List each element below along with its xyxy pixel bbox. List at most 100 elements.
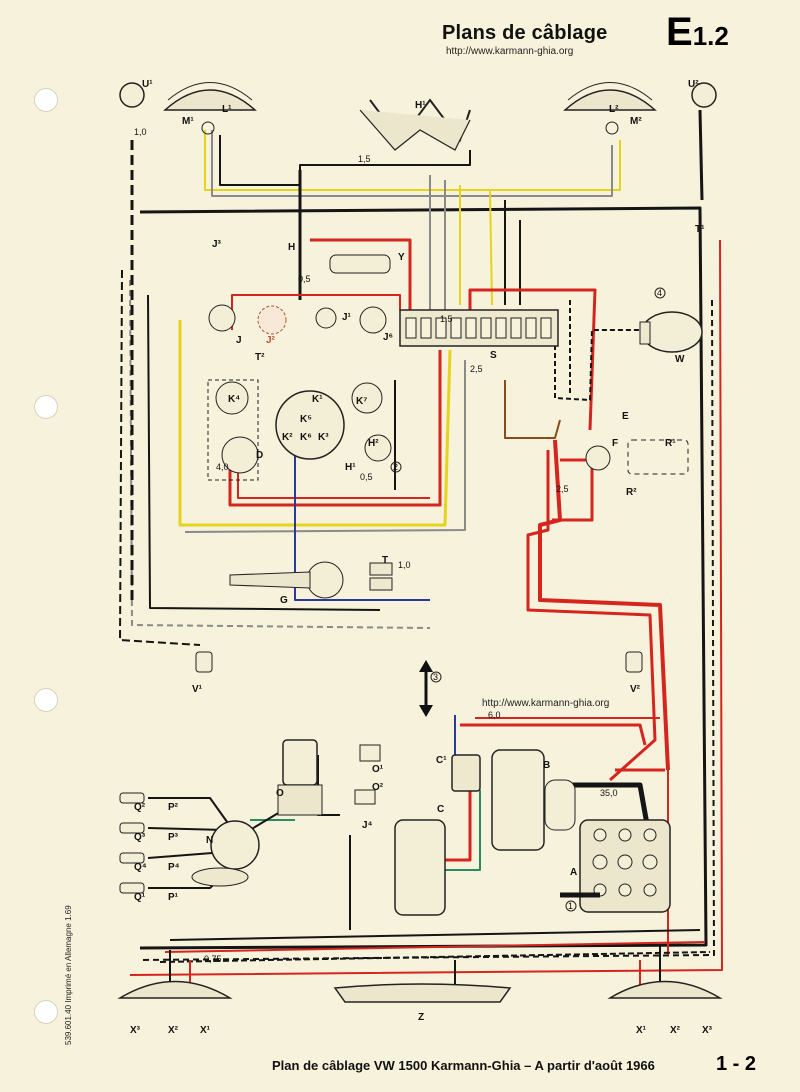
footer-caption: Plan de câblage VW 1500 Karmann-Ghia – A… (272, 1058, 655, 1073)
turn-signal-switch (221, 436, 259, 474)
label-u1: U¹ (142, 79, 153, 90)
label-u2: U² (688, 79, 699, 90)
marker-label: 1 (568, 901, 573, 911)
side-marker-right (625, 651, 643, 673)
label-a: A (570, 867, 577, 878)
label-e: E (622, 411, 629, 422)
label-l2: L² (609, 104, 619, 115)
label-p3: P³ (168, 832, 179, 843)
label-x2-right: X² (670, 1025, 681, 1036)
section-number: 1.2 (692, 21, 729, 51)
fuel-gauge-sender (585, 445, 611, 471)
wire-size: 2,5 (470, 364, 483, 374)
label-o1: O¹ (372, 764, 384, 775)
binder-hole (34, 1000, 58, 1024)
label-b: B (543, 760, 550, 771)
ignition-coil (282, 739, 318, 786)
connector-t (369, 562, 393, 576)
label-z: Z (418, 1012, 424, 1023)
marker-label: 2 (393, 462, 398, 472)
label-w: W (675, 354, 685, 365)
wire-size: 35,0 (600, 788, 618, 798)
marker-1 (565, 900, 577, 912)
wire-size: 6,0 (488, 710, 501, 720)
label-f: F (612, 438, 618, 449)
wiper-motor (641, 311, 703, 353)
label-h1: H¹ (415, 100, 426, 111)
label-j2: J² (266, 335, 276, 346)
label-v1: V¹ (192, 684, 203, 695)
interior-light (329, 254, 391, 274)
label-j1: J¹ (342, 312, 352, 323)
section-letter: E (666, 10, 693, 54)
fuel-rod (229, 571, 311, 589)
label-j6: J⁶ (383, 332, 393, 343)
label-n: N (206, 835, 213, 846)
label-q2: Q² (134, 802, 146, 813)
marker-3 (430, 671, 442, 683)
label-g: G (280, 595, 288, 606)
spark-plug (119, 792, 145, 804)
label-x3-right: X³ (702, 1025, 713, 1036)
wire-size: 2,5 (556, 484, 569, 494)
gauge-k4 (215, 381, 249, 415)
gauge-k7 (351, 382, 383, 414)
turn-signal-right (691, 82, 717, 108)
oil-pressure-switch (359, 744, 381, 762)
label-r2: R² (626, 487, 637, 498)
marker-2 (390, 461, 402, 473)
generator (491, 749, 545, 851)
wire-size-labels: 1,0 1,5 0,5 2,5 4,0 6,0 0,75 35,0 1,5 0,… (134, 127, 662, 964)
label-y: Y (398, 252, 405, 263)
wire-size: 1,5 (440, 314, 453, 324)
component-labels: U¹ L¹ M¹ H¹ L² M² U² T¹ J³ H Y J J² J¹ J… (130, 79, 713, 1036)
dimmer-switch (315, 307, 337, 329)
radio-connection (627, 439, 689, 475)
label-t2: T² (255, 352, 265, 363)
turn-signal-left (119, 82, 145, 108)
label-d: D (256, 450, 263, 461)
flasher-relay (257, 305, 287, 335)
label-r1: R¹ (665, 438, 676, 449)
label-h1-lower: H¹ (345, 462, 356, 473)
headlight-switch (208, 304, 236, 332)
wire-size: 1,0 (134, 127, 147, 137)
label-h2: H² (368, 438, 379, 449)
label-m1: M¹ (182, 116, 194, 127)
label-c1: C¹ (436, 755, 447, 766)
wire-size: 4,0 (216, 462, 229, 472)
page-number: 1 - 2 (716, 1053, 757, 1075)
wire-size: 1,0 (398, 560, 411, 570)
label-q1: Q¹ (134, 892, 146, 903)
wire-size: 0,75 (204, 954, 222, 964)
speedometer (275, 390, 345, 460)
label-j: J (236, 335, 242, 346)
ignition-switch (359, 306, 387, 334)
marker-4 (654, 287, 666, 299)
label-x3-left: X³ (130, 1025, 141, 1036)
label-o: O (276, 788, 284, 799)
label-l1: L¹ (222, 104, 232, 115)
label-t: T (382, 555, 388, 566)
label-p4: P⁴ (168, 862, 180, 873)
wire-size: 1,5 (358, 154, 371, 164)
label-k4: K⁴ (228, 394, 240, 405)
marker-label: 3 (433, 672, 438, 682)
label-v2: V² (630, 684, 641, 695)
label-k6: K⁶ (300, 432, 312, 443)
label-k3: K³ (318, 432, 329, 443)
solenoid (544, 779, 576, 831)
page-title: Plans de câblage (442, 22, 608, 44)
label-k2: K² (282, 432, 293, 443)
label-h: H (288, 242, 295, 253)
components (117, 82, 723, 1003)
label-j3: J³ (212, 239, 222, 250)
label-o2: O² (372, 782, 384, 793)
binder-hole (34, 688, 58, 712)
label-c: C (437, 804, 444, 815)
binder-hole (34, 88, 58, 112)
starter-motor (394, 819, 446, 916)
label-k7: K⁷ (356, 396, 367, 407)
watermark-url: http://www.karmann-ghia.org (480, 698, 612, 709)
